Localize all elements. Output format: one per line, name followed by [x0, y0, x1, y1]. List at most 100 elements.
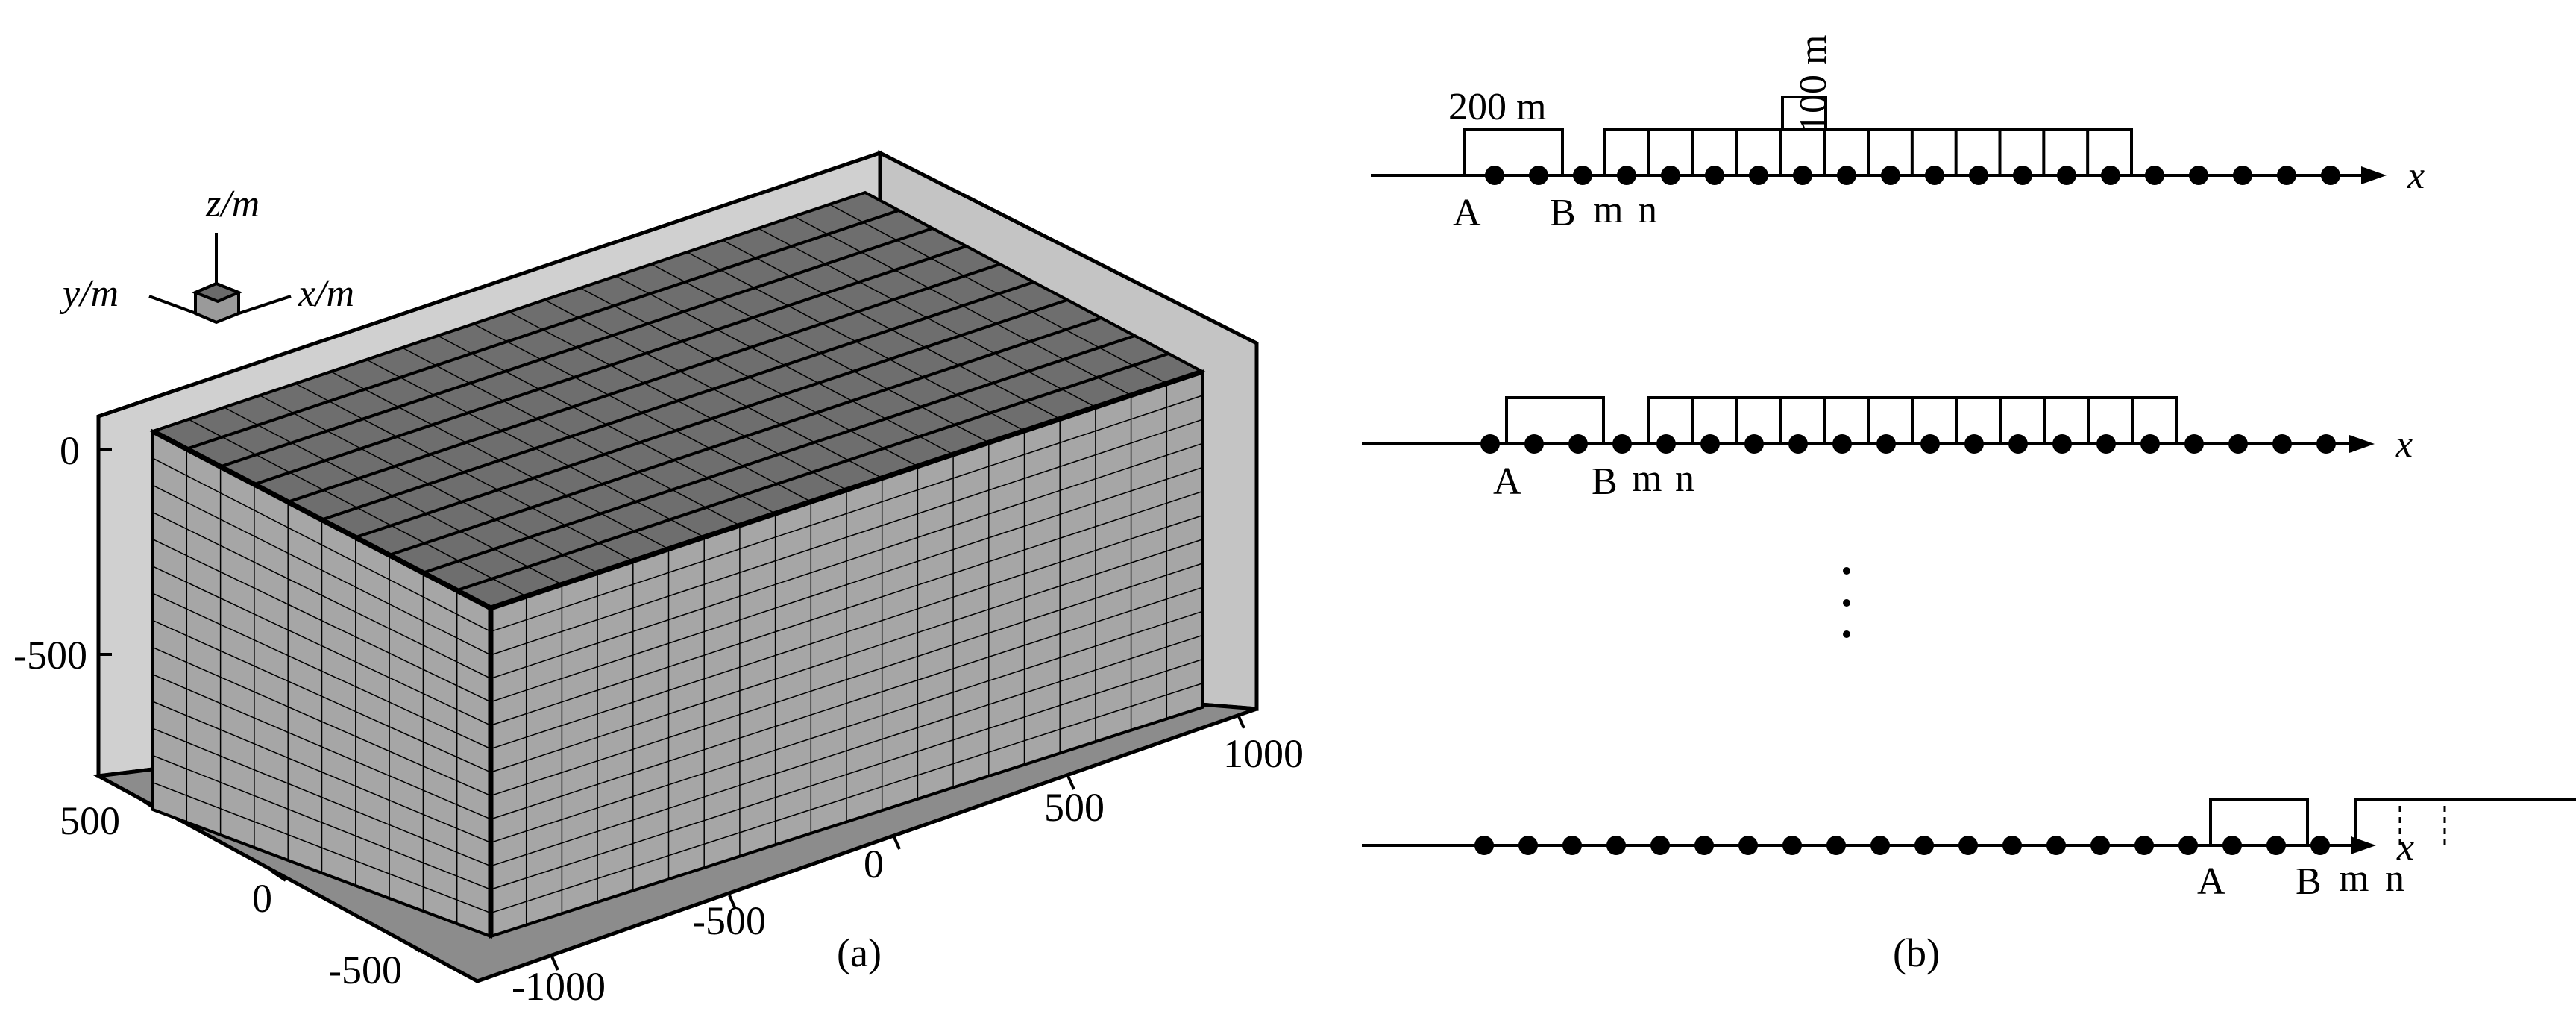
mesh-line [152, 539, 491, 703]
electrode [2316, 434, 2336, 454]
electrode [2052, 434, 2072, 454]
mesh-line [490, 563, 1203, 797]
mesh-line [490, 515, 1203, 750]
mesh-line [422, 334, 1136, 575]
electrode [2277, 166, 2296, 185]
electrode [1826, 836, 1846, 855]
ellipsis-dots [1843, 567, 1850, 638]
mesh-line [152, 647, 491, 797]
panel-a: z/m y/m x/m 0 -500 500 0 -500 -1000 -500… [13, 149, 1304, 1009]
mesh-line [152, 674, 491, 820]
electrode [1958, 836, 1978, 855]
electrode [1518, 836, 1538, 855]
electrode [1650, 836, 1670, 855]
electrode [1480, 434, 1500, 454]
mesh-line [355, 298, 1068, 539]
ab-bracket [1463, 128, 1564, 175]
mesh-line [490, 539, 1203, 773]
electrode [2222, 836, 2242, 855]
electrode [2057, 166, 2076, 185]
electrode [1920, 434, 1940, 454]
x-axis-arrow [2361, 166, 2387, 184]
mesh-line [152, 484, 491, 656]
mesh-line [152, 727, 491, 867]
dim-200-label: 200 m [1448, 86, 1546, 128]
mesh-line [254, 245, 967, 486]
mesh-line [152, 592, 491, 750]
electrode [1568, 434, 1588, 454]
axis-y-label: y/m [59, 272, 119, 315]
x-tick-label: -1000 [512, 964, 606, 1009]
x-tick-label: 1000 [1223, 731, 1304, 776]
mesh-block [148, 190, 1207, 939]
label-m: m [1593, 189, 1623, 231]
electrode [2178, 836, 2198, 855]
electrode [1793, 166, 1812, 185]
electrode [2272, 434, 2292, 454]
y-axis-ticks [138, 797, 421, 953]
electrode [1617, 166, 1636, 185]
electrode [2310, 836, 2330, 855]
x-axis-arrow [2351, 836, 2376, 854]
label-A: A [2197, 860, 2225, 903]
electrode [1529, 166, 1548, 185]
electrode [1876, 434, 1896, 454]
mesh-line [219, 227, 934, 469]
label-B: B [1592, 460, 1618, 503]
x-tick-label: 0 [864, 842, 884, 886]
mesh-line [287, 263, 1001, 504]
z-tick-label: 0 [60, 428, 80, 473]
x-tick-label: 500 [1044, 785, 1105, 830]
electrode [2266, 836, 2286, 855]
electrode [2145, 166, 2164, 185]
label-B: B [2296, 860, 2322, 903]
mesh-line [490, 683, 1203, 914]
label-n: n [2385, 857, 2404, 900]
z-tick-label: -500 [13, 633, 87, 678]
mesh-line [321, 281, 1034, 522]
mesh-line [490, 586, 1203, 820]
y-tick-label: 0 [252, 876, 272, 921]
electrode [2046, 836, 2066, 855]
electrode [1705, 166, 1724, 185]
mesh-line [152, 754, 491, 890]
x-axis-ticks [550, 714, 1245, 971]
mesh-line [152, 701, 491, 843]
tail-bracket-line [2354, 798, 2576, 845]
electrode [1694, 836, 1714, 855]
electrode [1832, 434, 1852, 454]
y-tick-label: -500 [328, 948, 402, 992]
electrode [1485, 166, 1504, 185]
electrode [1782, 836, 1802, 855]
electrode [1661, 166, 1680, 185]
electrode [1700, 434, 1720, 454]
mesh-line [490, 466, 1203, 703]
electrode [2008, 434, 2028, 454]
mesh-line [490, 610, 1203, 843]
electrode [1562, 836, 1582, 855]
caption-b: (b) [1893, 930, 1940, 975]
label-m: m [1632, 457, 1662, 500]
electrode [2013, 166, 2032, 185]
mesh-line [186, 209, 899, 451]
electrode [2096, 434, 2116, 454]
label-A: A [1453, 192, 1481, 234]
mesh-line [152, 511, 491, 679]
electrode [1788, 434, 1808, 454]
x-tick-label: -500 [692, 898, 766, 943]
label-n: n [1675, 457, 1694, 500]
label-m: m [2339, 857, 2369, 900]
electrode [2002, 836, 2022, 855]
tail-bracket [2354, 798, 2576, 845]
mesh-line [490, 395, 1203, 633]
panel-b: 200 m 100 m A B m n x A B m n x A B m n … [1362, 35, 2576, 975]
electrode [1656, 434, 1676, 454]
mesh-line [389, 316, 1102, 557]
electrode [1738, 836, 1758, 855]
axis-x-label: x [2407, 154, 2425, 197]
x-axis-arrow [2349, 435, 2375, 453]
mesh-line [490, 419, 1203, 656]
electrode [1524, 434, 1544, 454]
